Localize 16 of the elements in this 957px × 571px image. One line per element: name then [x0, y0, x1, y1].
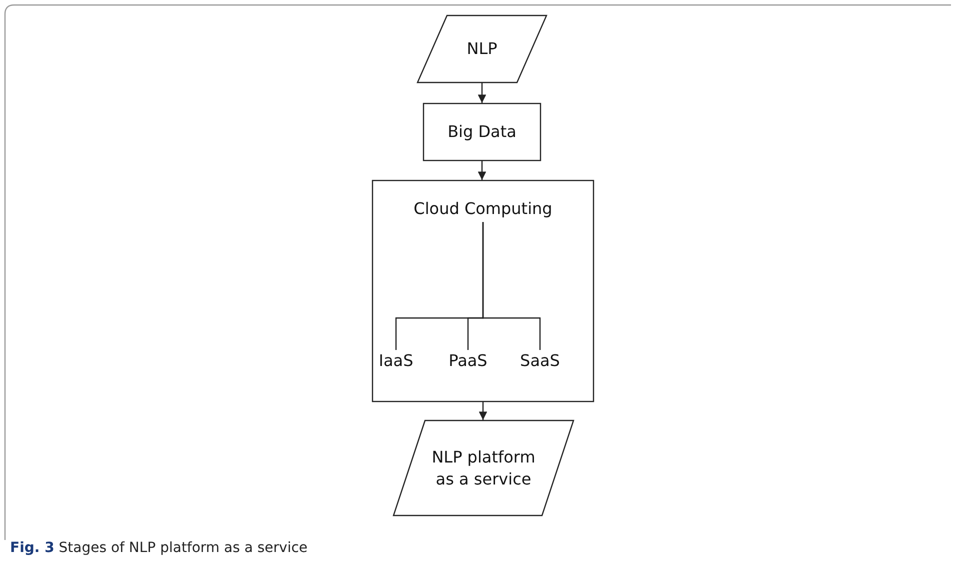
node-text: NLP platform as a service: [430, 446, 536, 490]
node-label: IaaS: [378, 350, 414, 372]
node-label: SaaS: [519, 350, 561, 372]
arrow: [478, 161, 486, 180]
figure-caption: Fig. 3 Stages of NLP platform as a service: [10, 540, 308, 556]
parallelogram-node: [393, 420, 574, 516]
node-label: Cloud Computing: [412, 198, 554, 220]
connector-line: [482, 222, 541, 350]
process-box: [423, 103, 541, 161]
arrow: [478, 402, 488, 420]
node-text: Big Data: [446, 121, 518, 143]
parallelogram-node: [417, 15, 547, 83]
node-label: PaaS: [448, 350, 488, 372]
group-box: [372, 180, 594, 402]
node-text: NLP: [466, 38, 498, 60]
arrow: [478, 83, 486, 103]
